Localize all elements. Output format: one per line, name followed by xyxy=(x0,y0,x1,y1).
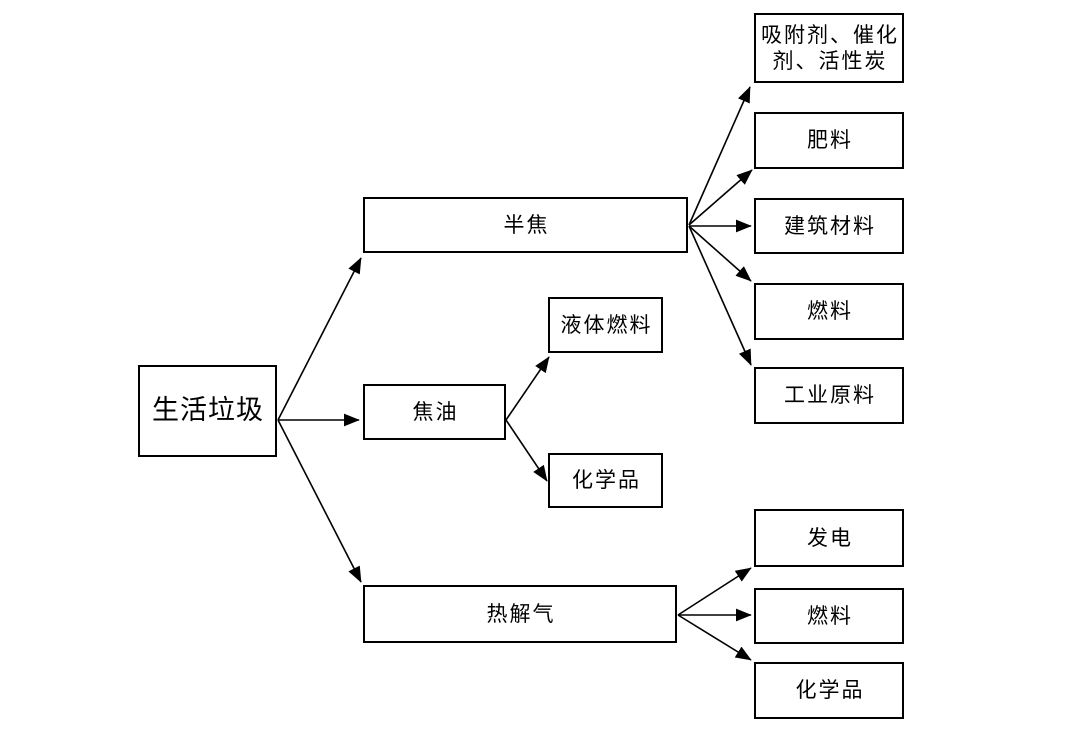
edge-waste-pyrogas xyxy=(277,419,362,583)
node-power-generation: 发电 xyxy=(754,509,904,567)
node-tar: 焦油 xyxy=(363,384,506,440)
node-adsorbent-catalyst-carbon: 吸附剂、催化 剂、活性炭 xyxy=(754,13,904,83)
edge-waste-semicoke xyxy=(277,257,362,421)
edge-semicoke-industrial xyxy=(688,225,752,366)
node-pyrolysis-gas: 热解气 xyxy=(363,585,677,643)
edge-pyrogas-chem-bot xyxy=(677,614,752,661)
node-household-waste: 生活垃圾 xyxy=(138,365,277,457)
edge-semicoke-fuel-top xyxy=(688,225,752,282)
edge-pyrogas-power xyxy=(677,567,752,616)
edge-tar-chem-mid xyxy=(505,419,548,482)
node-fuel-top: 燃料 xyxy=(754,283,904,340)
edge-tar-liquidfuel xyxy=(505,356,550,421)
node-liquid-fuel: 液体燃料 xyxy=(548,297,663,353)
node-chemicals-mid: 化学品 xyxy=(548,453,663,508)
node-chemicals-bottom: 化学品 xyxy=(754,662,904,719)
node-fuel-bottom: 燃料 xyxy=(754,588,904,644)
node-industrial-raw-materials: 工业原料 xyxy=(754,367,904,424)
node-fertilizer: 肥料 xyxy=(754,112,904,169)
edge-semicoke-fertilizer xyxy=(688,169,753,226)
edge-semicoke-adsorbent xyxy=(688,86,751,226)
node-semicoke: 半焦 xyxy=(363,197,688,253)
node-building-materials: 建筑材料 xyxy=(754,198,904,254)
